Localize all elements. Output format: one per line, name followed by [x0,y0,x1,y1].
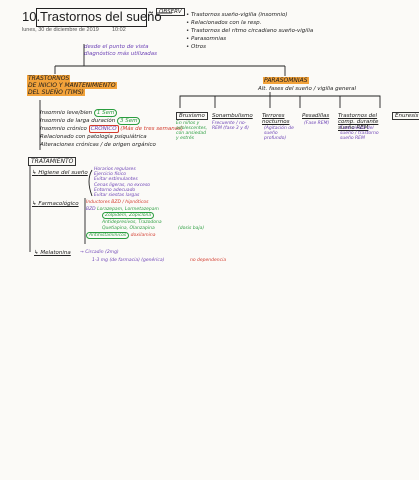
farmacologico-side-note: (dosis baja) [178,226,205,231]
parasomnia-node-bruxismo: Bruxismo [176,112,208,120]
parasomnia-detail: (Fase REM) [304,121,330,126]
tims-row: Alteraciones crónicas / de origen orgáni… [40,142,156,148]
parasomnia-node-enuresis: Enuresis [392,112,419,120]
observ-item: • Parasomnias [186,36,227,42]
farmacologico-label: ↳ Farmacológico [32,201,79,207]
top-note-line1: desde el punto de vista [84,44,149,50]
parasomnia-detail: En niños y adolescentes, con ansiedad y … [176,121,208,141]
higiene-label: ↳ Higiene del sueño [32,170,88,176]
parasomnia-detail: Frecuente / no-REM (fase 3 y 4) [212,121,249,131]
tims-row: Insomnio de larga duración 3 Sem [40,117,141,125]
melatonina-line1: → Circadin (2mg) [80,250,119,255]
parasomnia-node-sonambulismo: Sonambulismo [212,113,253,119]
melatonina-label: ↳ Melatonina [34,250,71,256]
parasomnias-subtitle: Alt. fases del sueño / vigilia general [258,86,357,92]
title-frame [36,8,147,27]
observ-item: • Relacionados con la resp. [186,20,262,26]
parasomnia-node-terrores: Terrores nocturnos [262,113,290,125]
parasomnia-node-trastorno-rem: Trastornos del comp. durante sueño REM [338,113,379,131]
tratamiento-heading: TRATAMIENTO [28,157,77,166]
top-note-line2: diagnóstico más utilizadas [84,51,157,57]
tims-row: Relacionado con patología psiquiátrica [40,134,147,140]
page-title[interactable]: Trastornos del sueño [40,9,162,24]
tims-row: Insomnio leve/bien 1 Sem [40,109,118,117]
observ-item: • Trastornos sueño-vigilia (insomnio) [186,12,288,18]
page-date: lunes, 30 de diciembre de 2019 [22,27,99,33]
observ-label: OBSERV [156,8,185,16]
parasomnia-detail: Fase vivida del sueño / trastorno sueño … [340,126,379,141]
parasomnias-heading: PARASOMNIAS [263,77,309,84]
farmacologico-list: Inductores BZD / hipnóticos BZD Lorazepa… [86,200,162,239]
parasomnia-detail: (Agitación de sueño profundo) [264,126,294,141]
melatonina-line2: 1-3 mg (de farmacia) (genérica) [92,258,165,263]
tims-heading: TRASTORNOS DE INICIO Y MANTENIMIENTO DEL… [27,75,117,96]
observ-item: • Trastornos del ritmo circadiano sueño-… [186,28,314,34]
page-number: 10. [22,9,41,24]
higiene-list: Horarios regulares Ejercicio físico Evit… [94,167,151,199]
parasomnia-node-pesadillas: Pesadillas [302,113,330,119]
observ-item: • Otros [186,44,206,50]
tims-row: Insomnio crónico CRÓNICO (Más de tres se… [40,125,184,133]
page-time: 10:02 [112,27,126,33]
melatonina-note: no dependencia [190,258,227,263]
